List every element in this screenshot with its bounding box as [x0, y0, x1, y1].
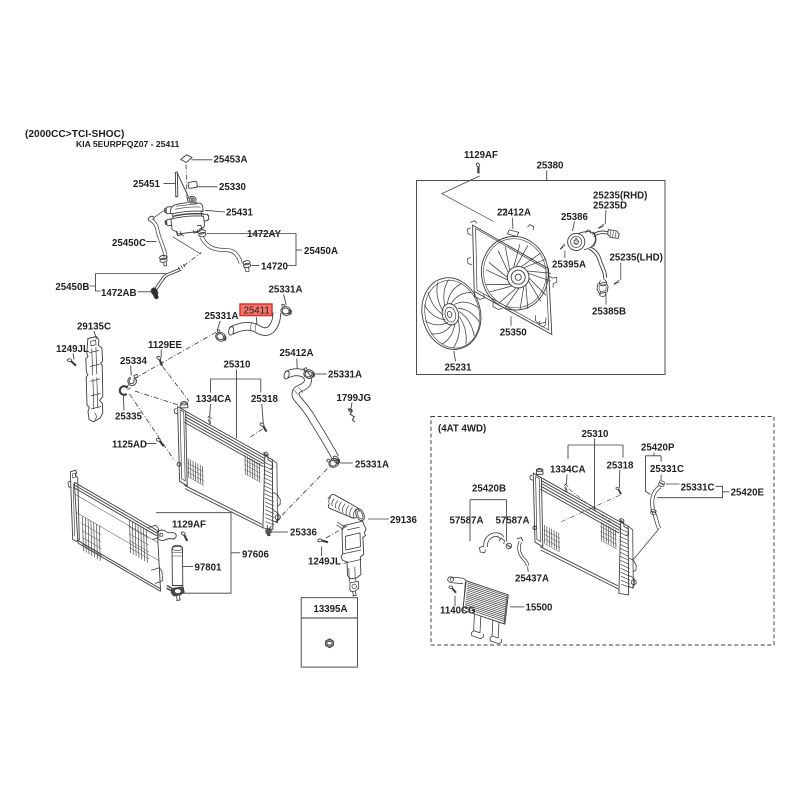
svg-text:97606: 97606 — [242, 550, 270, 561]
svg-text:25334: 25334 — [120, 356, 148, 367]
svg-text:29136: 29136 — [390, 515, 418, 526]
svg-text:1125AD: 1125AD — [112, 440, 147, 451]
svg-text:25331A: 25331A — [355, 460, 389, 471]
svg-text:25451: 25451 — [133, 179, 161, 190]
svg-text:25437A: 25437A — [515, 574, 549, 585]
svg-text:57587A: 57587A — [496, 516, 530, 527]
svg-text:25380: 25380 — [537, 161, 564, 172]
svg-text:25318: 25318 — [251, 394, 279, 405]
svg-text:1249JL: 1249JL — [308, 557, 341, 568]
svg-text:(2000CC>TCI-SHOC): (2000CC>TCI-SHOC) — [25, 129, 124, 140]
svg-text:1472AY: 1472AY — [247, 229, 282, 240]
svg-text:25420B: 25420B — [472, 484, 506, 495]
svg-text:25235(LHD): 25235(LHD) — [610, 253, 663, 264]
svg-text:57587A: 57587A — [450, 516, 484, 527]
svg-text:1249JL: 1249JL — [56, 344, 89, 355]
svg-text:25335: 25335 — [115, 412, 143, 423]
svg-text:25235(RHD): 25235(RHD) — [593, 191, 647, 202]
svg-text:25331A: 25331A — [328, 370, 362, 381]
svg-text:25310: 25310 — [224, 360, 251, 371]
svg-text:25331C: 25331C — [650, 464, 684, 475]
svg-text:25450C: 25450C — [112, 238, 146, 249]
svg-text:25310: 25310 — [582, 429, 609, 440]
svg-text:25231: 25231 — [445, 363, 473, 374]
svg-text:25331A: 25331A — [205, 311, 239, 322]
svg-text:1140CG: 1140CG — [440, 606, 476, 617]
svg-text:1799JG: 1799JG — [337, 393, 371, 404]
svg-text:25395A: 25395A — [552, 260, 586, 271]
svg-text:1334CA: 1334CA — [550, 465, 586, 476]
svg-text:25412A: 25412A — [280, 348, 314, 359]
svg-text:25336: 25336 — [290, 528, 318, 539]
svg-text:13395A: 13395A — [314, 604, 348, 615]
svg-text:1334CA: 1334CA — [196, 394, 232, 405]
svg-text:1472AB: 1472AB — [101, 288, 137, 299]
svg-text:29135C: 29135C — [77, 322, 111, 333]
svg-text:25386: 25386 — [561, 212, 589, 223]
svg-text:25431: 25431 — [226, 208, 254, 219]
svg-text:KIA 5EURPFQZ07 - 25411: KIA 5EURPFQZ07 - 25411 — [76, 139, 180, 149]
svg-text:25420E: 25420E — [731, 488, 765, 499]
svg-text:25350: 25350 — [500, 328, 527, 339]
svg-text:25331C: 25331C — [681, 483, 715, 494]
svg-text:1129AF: 1129AF — [172, 520, 206, 531]
svg-text:15500: 15500 — [526, 603, 553, 614]
svg-text:25420P: 25420P — [641, 443, 675, 454]
svg-text:25318: 25318 — [607, 461, 635, 472]
svg-text:1129EE: 1129EE — [148, 340, 182, 351]
svg-text:(4AT 4WD): (4AT 4WD) — [438, 424, 486, 435]
svg-text:25331A: 25331A — [269, 285, 303, 296]
svg-text:25385B: 25385B — [592, 307, 626, 318]
svg-text:25235D: 25235D — [593, 201, 627, 212]
svg-text:25450B: 25450B — [55, 282, 89, 293]
svg-text:14720: 14720 — [261, 262, 288, 273]
svg-text:25411: 25411 — [244, 306, 270, 317]
svg-text:25453A: 25453A — [214, 155, 248, 166]
svg-text:97801: 97801 — [195, 563, 223, 574]
svg-text:25330: 25330 — [219, 182, 246, 193]
svg-text:1129AF: 1129AF — [464, 150, 498, 161]
svg-text:25450A: 25450A — [304, 246, 338, 257]
svg-text:22412A: 22412A — [497, 208, 531, 219]
